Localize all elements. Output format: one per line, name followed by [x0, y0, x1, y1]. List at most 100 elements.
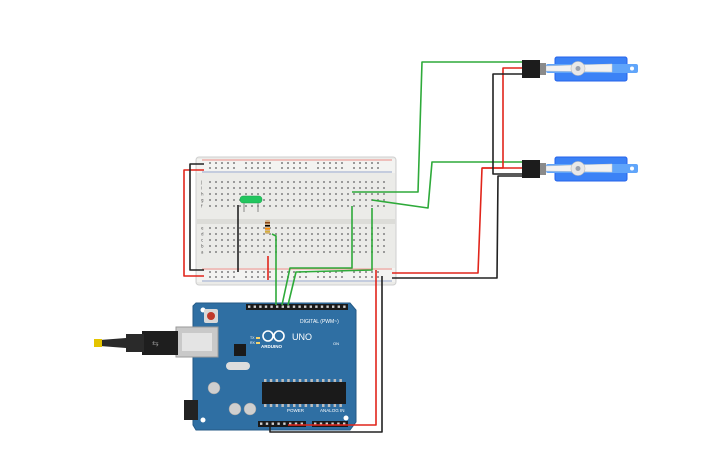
- header-pin[interactable]: [343, 305, 346, 308]
- rail-hole[interactable]: [359, 167, 361, 169]
- wire-black-servo-ground[interactable]: [392, 175, 522, 279]
- breadboard-hole[interactable]: [323, 199, 325, 201]
- breadboard-hole[interactable]: [347, 233, 349, 235]
- rail-hole[interactable]: [299, 276, 301, 278]
- breadboard-hole[interactable]: [341, 233, 343, 235]
- breadboard-hole[interactable]: [239, 193, 241, 195]
- breadboard-hole[interactable]: [275, 193, 277, 195]
- breadboard-hole[interactable]: [311, 205, 313, 207]
- breadboard-hole[interactable]: [233, 233, 235, 235]
- breadboard-hole[interactable]: [209, 199, 211, 201]
- breadboard-hole[interactable]: [233, 199, 235, 201]
- breadboard-hole[interactable]: [269, 187, 271, 189]
- breadboard-hole[interactable]: [299, 245, 301, 247]
- breadboard-hole[interactable]: [359, 193, 361, 195]
- header-pin[interactable]: [259, 305, 262, 308]
- breadboard-hole[interactable]: [275, 187, 277, 189]
- breadboard-hole[interactable]: [215, 251, 217, 253]
- breadboard-hole[interactable]: [311, 239, 313, 241]
- breadboard-hole[interactable]: [293, 245, 295, 247]
- breadboard-hole[interactable]: [257, 239, 259, 241]
- breadboard-hole[interactable]: [317, 239, 319, 241]
- breadboard-hole[interactable]: [323, 205, 325, 207]
- rail-hole[interactable]: [317, 167, 319, 169]
- breadboard-hole[interactable]: [263, 245, 265, 247]
- header-pin[interactable]: [277, 422, 280, 425]
- breadboard-hole[interactable]: [287, 233, 289, 235]
- breadboard-hole[interactable]: [347, 205, 349, 207]
- breadboard-hole[interactable]: [227, 233, 229, 235]
- rail-hole[interactable]: [233, 271, 235, 273]
- header-pin[interactable]: [271, 422, 274, 425]
- breadboard-hole[interactable]: [377, 245, 379, 247]
- breadboard-hole[interactable]: [281, 205, 283, 207]
- breadboard-hole[interactable]: [293, 227, 295, 229]
- breadboard-hole[interactable]: [317, 181, 319, 183]
- breadboard-hole[interactable]: [245, 239, 247, 241]
- breadboard-hole[interactable]: [221, 227, 223, 229]
- breadboard-hole[interactable]: [317, 233, 319, 235]
- rail-hole[interactable]: [335, 167, 337, 169]
- header-pin[interactable]: [320, 305, 324, 308]
- breadboard-hole[interactable]: [299, 251, 301, 253]
- breadboard-hole[interactable]: [221, 181, 223, 183]
- power-header[interactable]: [258, 421, 306, 427]
- breadboard-hole[interactable]: [281, 193, 283, 195]
- wire-black-left-rail[interactable]: [189, 163, 204, 271]
- wire-red-arduino-5v[interactable]: [288, 270, 377, 426]
- header-pin[interactable]: [325, 422, 328, 425]
- breadboard-hole[interactable]: [329, 239, 331, 241]
- breadboard-hole[interactable]: [329, 205, 331, 207]
- breadboard-hole[interactable]: [221, 199, 223, 201]
- rail-hole[interactable]: [215, 271, 217, 273]
- rail-hole[interactable]: [341, 162, 343, 164]
- rail-hole[interactable]: [257, 162, 259, 164]
- breadboard-hole[interactable]: [311, 187, 313, 189]
- breadboard-hole[interactable]: [353, 245, 355, 247]
- rail-hole[interactable]: [341, 167, 343, 169]
- breadboard-hole[interactable]: [251, 233, 253, 235]
- breadboard-hole[interactable]: [299, 233, 301, 235]
- breadboard-hole[interactable]: [365, 181, 367, 183]
- rail-hole[interactable]: [221, 271, 223, 273]
- rail-hole[interactable]: [233, 167, 235, 169]
- breadboard-hole[interactable]: [341, 205, 343, 207]
- led[interactable]: [239, 195, 263, 212]
- breadboard-hole[interactable]: [347, 245, 349, 247]
- breadboard-hole[interactable]: [335, 181, 337, 183]
- rail-hole[interactable]: [317, 276, 319, 278]
- breadboard-hole[interactable]: [287, 251, 289, 253]
- breadboard-hole[interactable]: [293, 193, 295, 195]
- reset-button-cap[interactable]: [207, 312, 215, 320]
- digital-pins[interactable]: [248, 305, 346, 308]
- rail-hole[interactable]: [329, 167, 331, 169]
- breadboard-hole[interactable]: [263, 187, 265, 189]
- breadboard-hole[interactable]: [305, 187, 307, 189]
- breadboard-hole[interactable]: [227, 251, 229, 253]
- breadboard-hole[interactable]: [365, 199, 367, 201]
- breadboard-hole[interactable]: [257, 233, 259, 235]
- rail-hole[interactable]: [281, 167, 283, 169]
- breadboard-hole[interactable]: [269, 239, 271, 241]
- breadboard-hole[interactable]: [245, 227, 247, 229]
- header-pin[interactable]: [314, 422, 317, 425]
- breadboard-hole[interactable]: [275, 205, 277, 207]
- breadboard-hole[interactable]: [311, 245, 313, 247]
- header-pin[interactable]: [337, 305, 340, 308]
- rail-hole[interactable]: [329, 271, 331, 273]
- digital-header[interactable]: [246, 304, 348, 310]
- rail-hole[interactable]: [263, 162, 265, 164]
- rail-hole[interactable]: [377, 276, 379, 278]
- breadboard-hole[interactable]: [359, 251, 361, 253]
- breadboard-hole[interactable]: [221, 251, 223, 253]
- breadboard-hole[interactable]: [383, 251, 385, 253]
- breadboard-hole[interactable]: [245, 205, 247, 207]
- breadboard-hole[interactable]: [353, 187, 355, 189]
- breadboard-hole[interactable]: [329, 193, 331, 195]
- breadboard-hole[interactable]: [371, 205, 373, 207]
- breadboard-hole[interactable]: [317, 227, 319, 229]
- breadboard-hole[interactable]: [293, 239, 295, 241]
- breadboard-hole[interactable]: [293, 233, 295, 235]
- breadboard-hole[interactable]: [269, 199, 271, 201]
- rail-hole[interactable]: [365, 167, 367, 169]
